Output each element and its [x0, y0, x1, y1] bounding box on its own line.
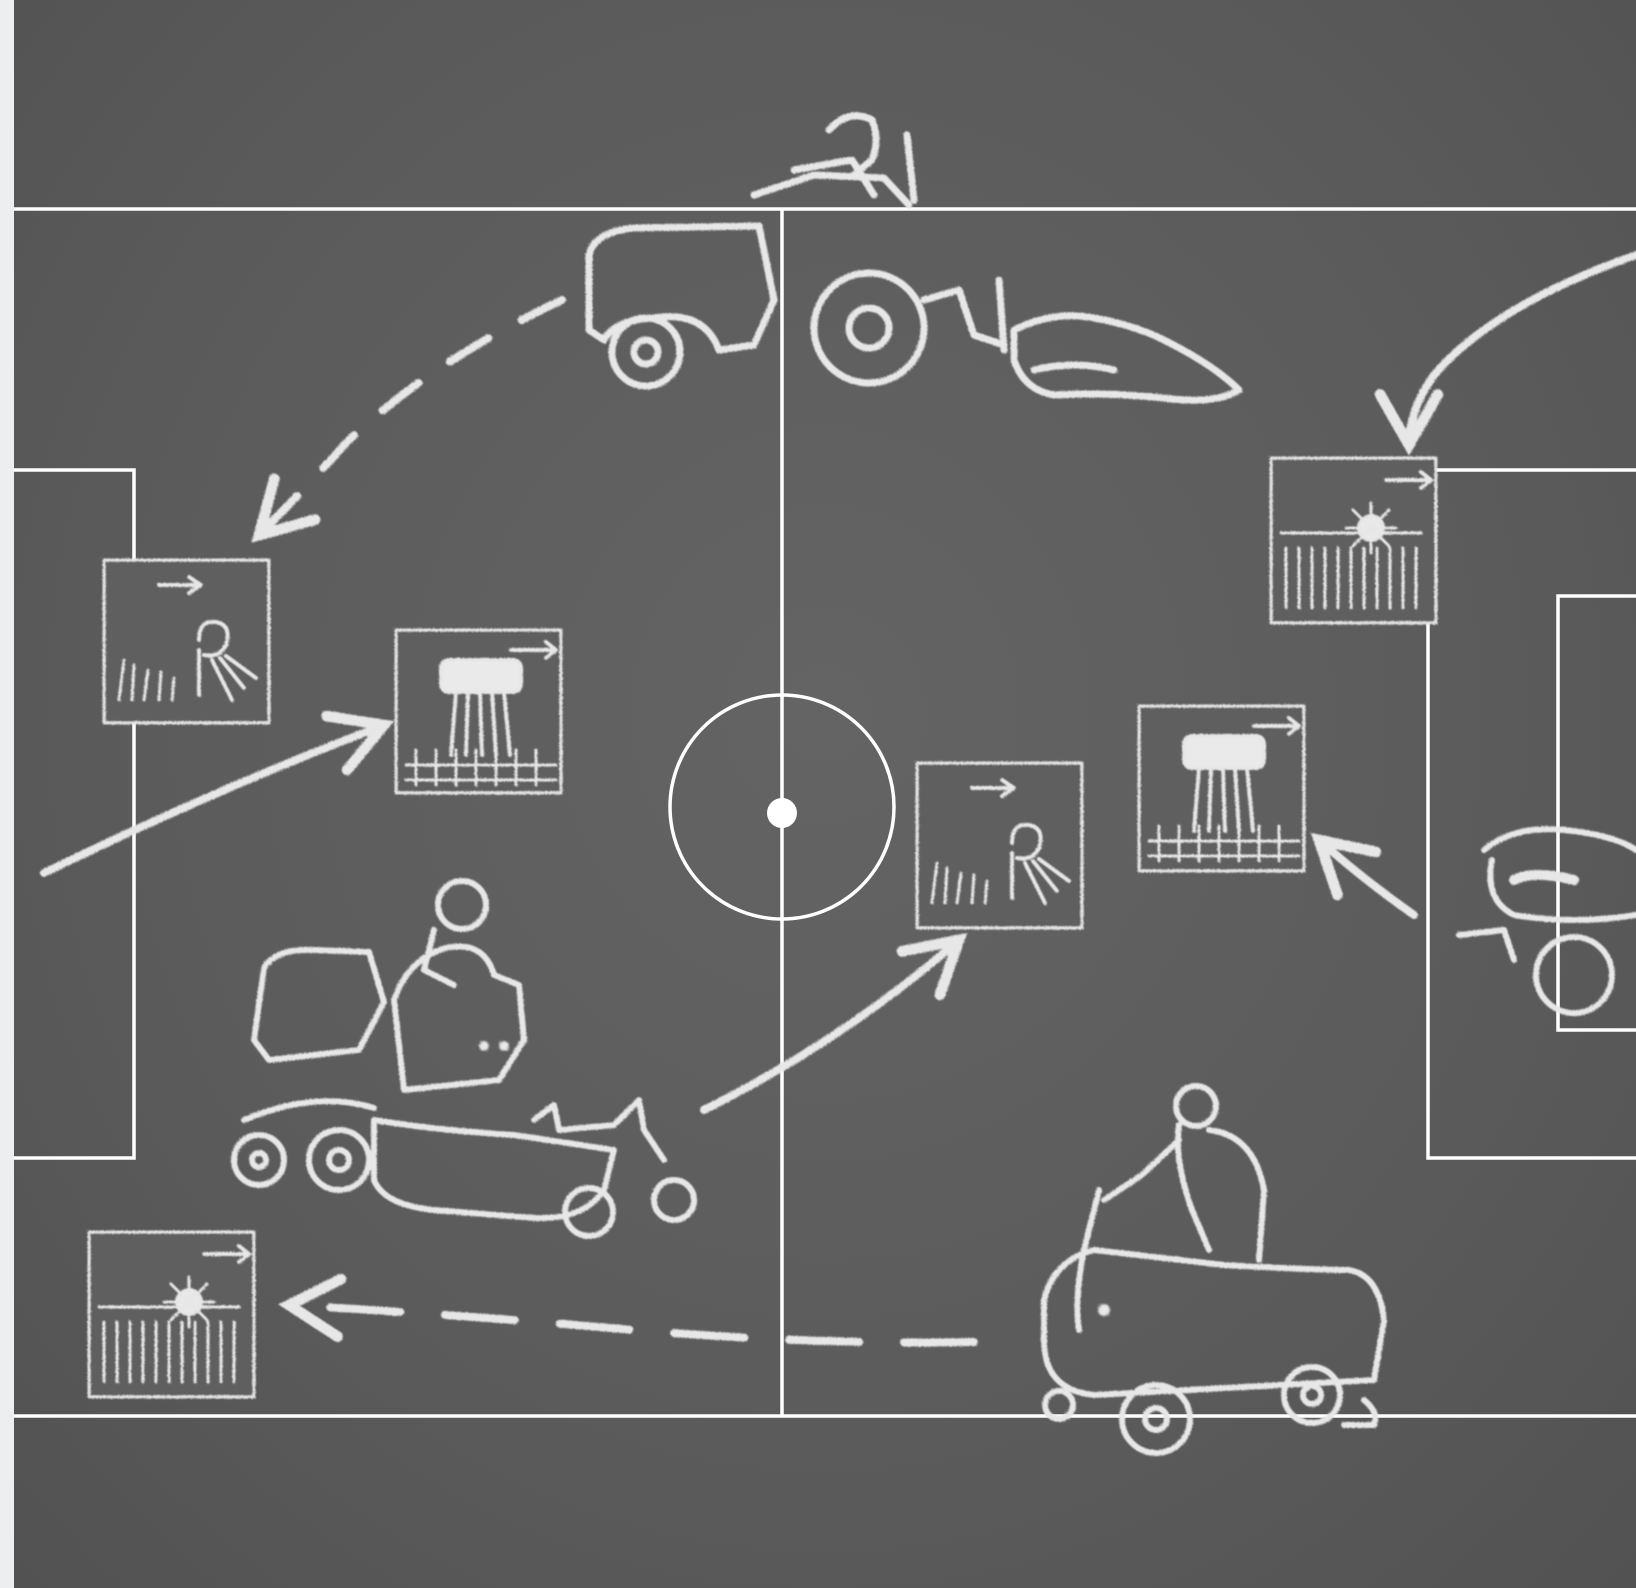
- right-penalty-box: [1428, 470, 1636, 1158]
- rake-icon: [917, 763, 1082, 928]
- arrow-top-dashed: [259, 300, 562, 535]
- chalkboard-pitch-diagram: [14, 0, 1636, 1588]
- rake-icon: [104, 560, 269, 723]
- movement-arrows: [44, 255, 1636, 1343]
- arrow-bottom-dashed: [289, 1305, 974, 1343]
- arrow-left-rising: [44, 725, 384, 873]
- mower-right-partial: [1459, 829, 1636, 1013]
- arrow-right-short: [1319, 840, 1414, 915]
- spiker-brush-icon: [1139, 706, 1304, 871]
- ride-on-mower-bottom-right: [1044, 1086, 1384, 1453]
- arrow-center-rising: [704, 940, 959, 1110]
- ride-on-mower-top: [589, 116, 1239, 400]
- aerator-flower-icon: [1271, 458, 1436, 623]
- rotary-mower-bottom-left: [234, 881, 694, 1236]
- centre-spot: [767, 798, 797, 828]
- aerator-flower-icon: [89, 1232, 254, 1397]
- spiker-brush-icon: [396, 630, 561, 793]
- right-goal-box: [1558, 596, 1636, 1030]
- arrow-top-right-curve: [1409, 255, 1636, 445]
- pitch-markings: [14, 209, 1636, 1416]
